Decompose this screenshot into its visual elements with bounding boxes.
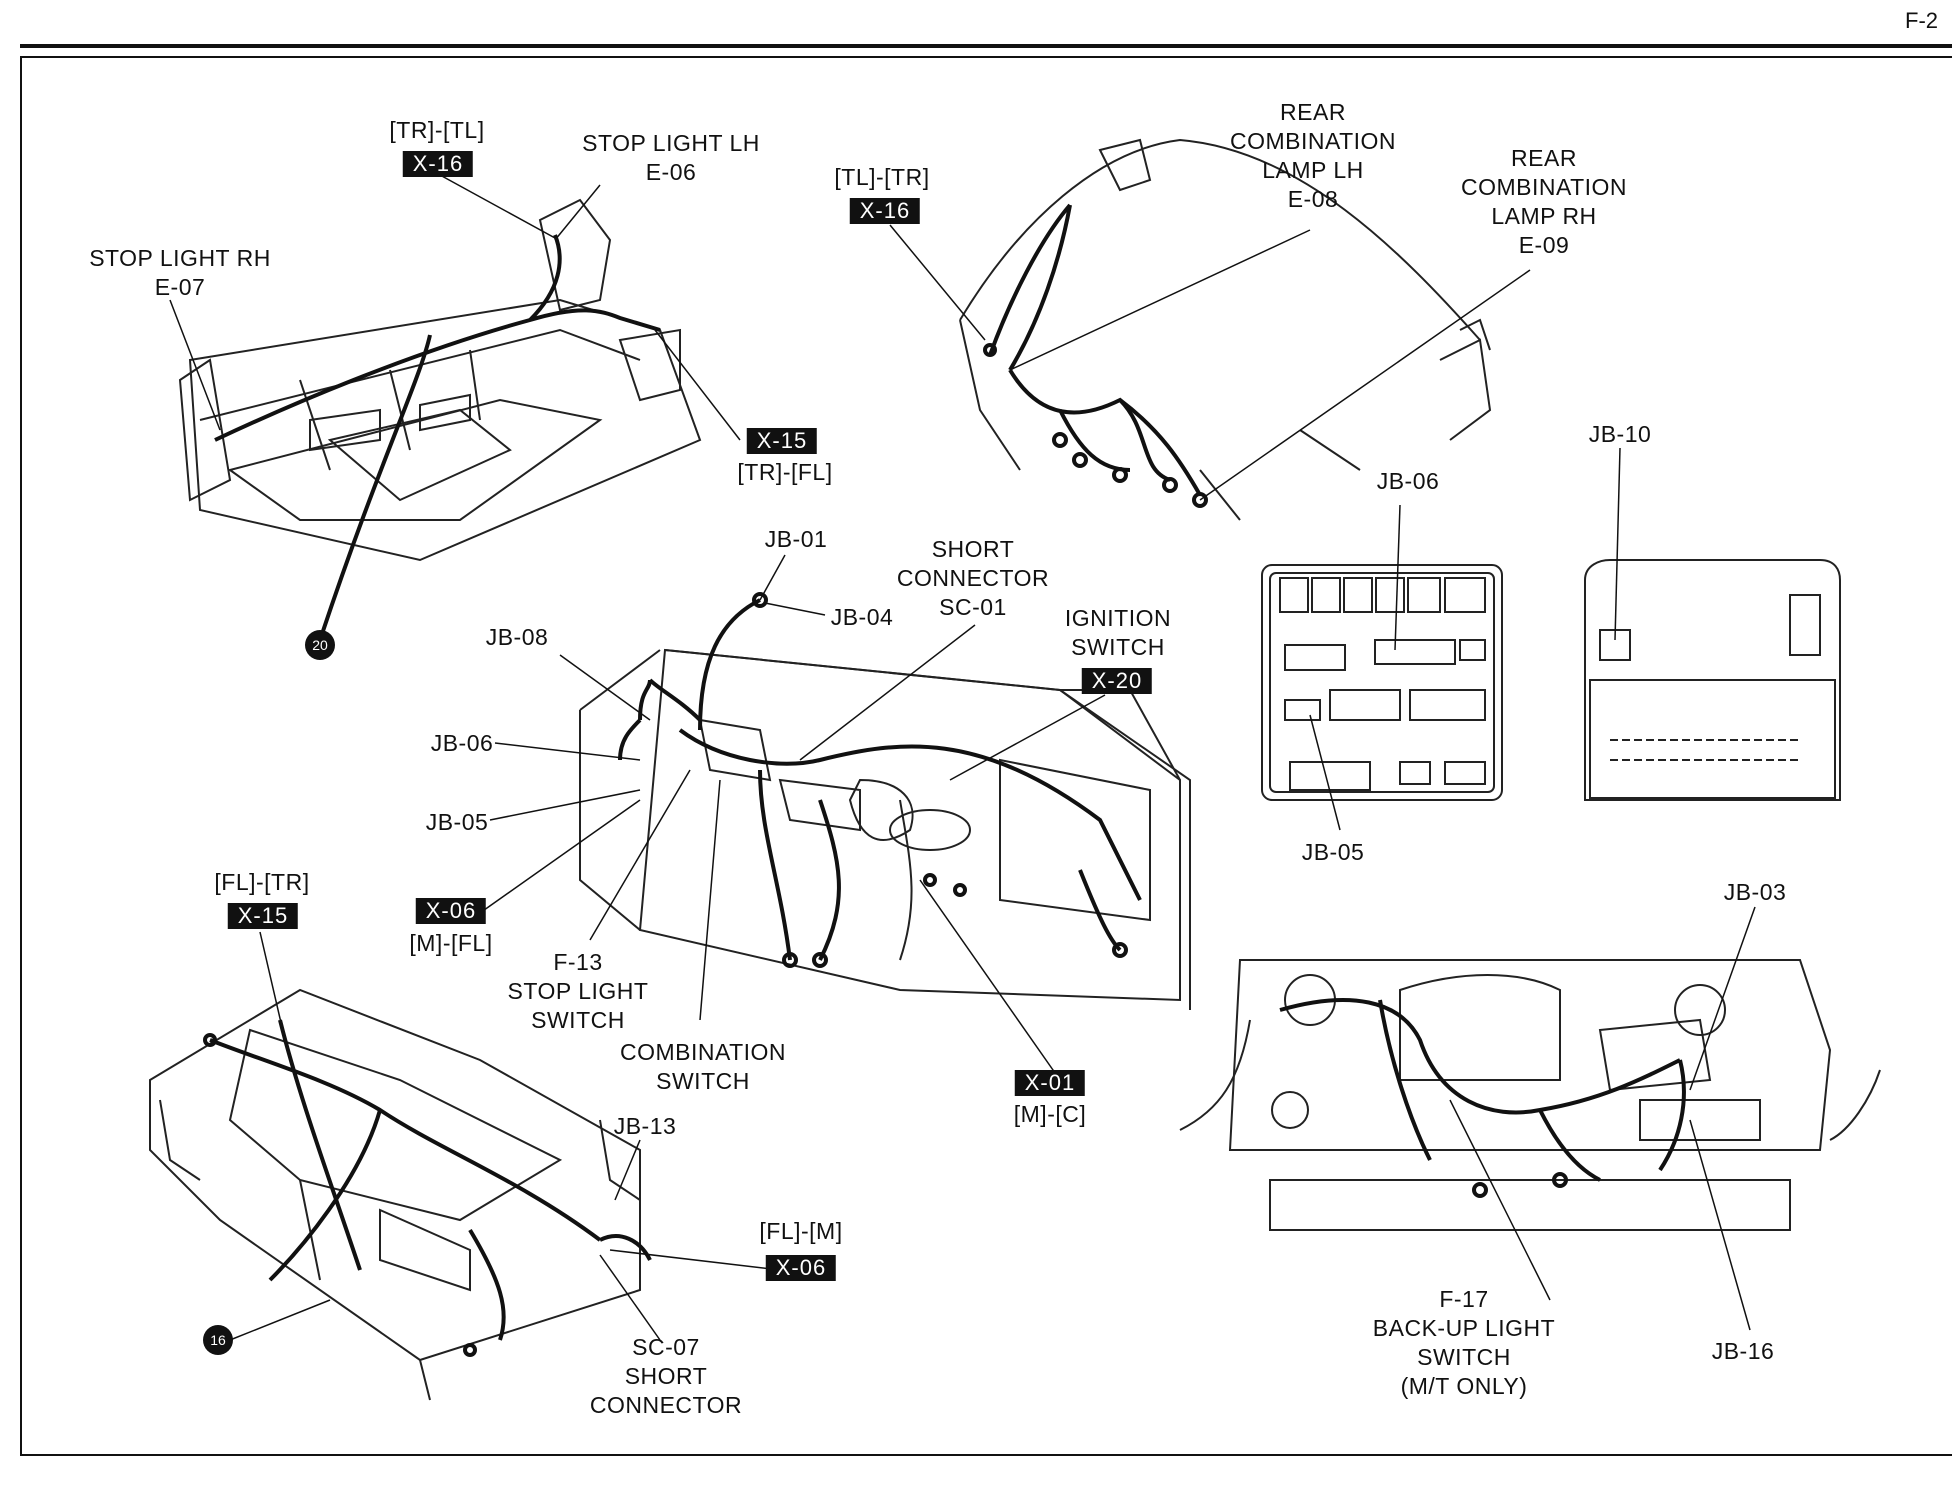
dashboard-drawing bbox=[579, 648, 1191, 1010]
label-jb10: JB-10 bbox=[1588, 421, 1652, 447]
label-sc07-short-connector: SC-07 SHORT CONNECTOR bbox=[589, 1334, 743, 1418]
tag-x15-floor: X-15 bbox=[227, 903, 299, 929]
label-jb01: JB-01 bbox=[764, 526, 828, 552]
label-ignition-switch: IGNITION SWITCH bbox=[1064, 605, 1172, 660]
tag-x20: X-20 bbox=[1081, 668, 1153, 694]
page-number: F-2 bbox=[1905, 8, 1938, 33]
tag-x06-dash: X-06 bbox=[415, 898, 487, 924]
label-jb03: JB-03 bbox=[1723, 879, 1787, 905]
floor-harness-wire bbox=[203, 1019, 652, 1357]
label-tl-tr: [TL]-[TR] bbox=[834, 164, 930, 190]
label-jb06-dash: JB-06 bbox=[430, 730, 494, 756]
label-jb08: JB-08 bbox=[485, 624, 549, 650]
label-rear-combination-lamp-lh: REAR COMBINATION LAMP LH E-08 bbox=[1229, 99, 1397, 212]
label-f17-back-up-light-switch: F-17 BACK-UP LIGHT SWITCH (M/T ONLY) bbox=[1372, 1286, 1556, 1399]
ground-point-20: 20 bbox=[305, 630, 335, 660]
label-stop-light-rh: STOP LIGHT RH E-07 bbox=[89, 245, 271, 300]
label-jb05-box: JB-05 bbox=[1301, 839, 1365, 865]
engine-bay-drawing bbox=[1179, 959, 1881, 1231]
label-m-c: [M]-[C] bbox=[1013, 1101, 1087, 1127]
tag-x06-floor: X-06 bbox=[765, 1255, 837, 1281]
junction-box-jb05-jb06 bbox=[1261, 564, 1503, 801]
label-jb04: JB-04 bbox=[830, 604, 894, 630]
engine-harness-wire bbox=[1279, 998, 1686, 1198]
rear-lamp-harness-wire bbox=[983, 203, 1208, 508]
label-fl-tr: [FL]-[TR] bbox=[214, 869, 310, 895]
label-fl-m: [FL]-[M] bbox=[759, 1218, 843, 1244]
tag-x15-trunk: X-15 bbox=[746, 428, 818, 454]
diagram-frame bbox=[20, 56, 1952, 1456]
leader-lines bbox=[169, 174, 1756, 1341]
header-rule bbox=[20, 44, 1952, 48]
tag-x01: X-01 bbox=[1014, 1070, 1086, 1096]
label-jb06-box: JB-06 bbox=[1376, 468, 1440, 494]
dashboard-harness-wire bbox=[618, 592, 1142, 968]
label-jb05-dash: JB-05 bbox=[425, 809, 489, 835]
label-jb13: JB-13 bbox=[613, 1113, 677, 1139]
label-m-fl: [M]-[FL] bbox=[409, 930, 493, 956]
trunk-harness-wire bbox=[214, 234, 661, 641]
floor-drawing bbox=[149, 988, 641, 1401]
label-combination-switch: COMBINATION SWITCH bbox=[619, 1039, 787, 1094]
label-rear-combination-lamp-rh: REAR COMBINATION LAMP RH E-09 bbox=[1460, 145, 1628, 258]
label-stop-light-lh: STOP LIGHT LH E-06 bbox=[582, 130, 760, 185]
trunk-lid-drawing bbox=[959, 138, 1492, 521]
label-jb16: JB-16 bbox=[1711, 1338, 1775, 1364]
label-short-connector-sc01: SHORT CONNECTOR SC-01 bbox=[896, 536, 1050, 620]
label-f13-stop-light-switch: F-13 STOP LIGHT SWITCH bbox=[507, 949, 649, 1033]
label-tr-fl: [TR]-[FL] bbox=[737, 459, 833, 485]
junction-box-jb10 bbox=[1584, 559, 1841, 801]
label-tr-tl-top: [TR]-[TL] bbox=[389, 117, 485, 143]
trunk-floor-drawing bbox=[178, 198, 702, 562]
ground-point-16: 16 bbox=[203, 1325, 233, 1355]
tag-x16-trunk: X-16 bbox=[402, 151, 474, 177]
tag-x16-lamp: X-16 bbox=[849, 198, 921, 224]
